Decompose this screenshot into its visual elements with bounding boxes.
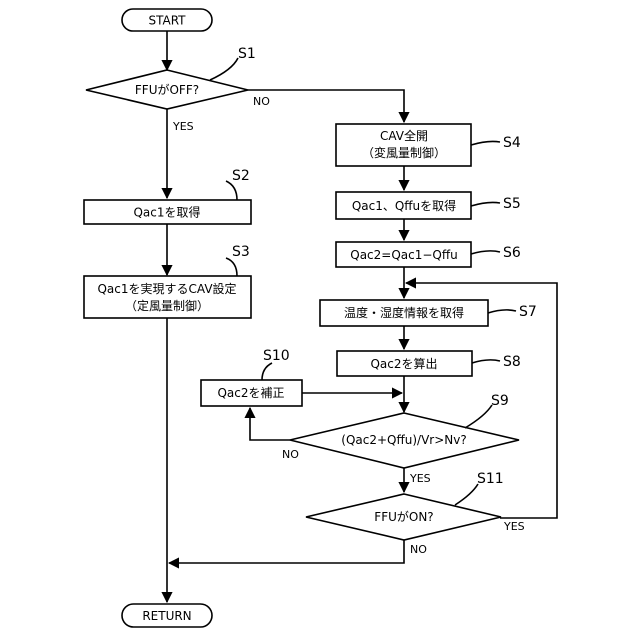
s3-id: S3 [232, 244, 250, 260]
s11-no-label: NO [410, 543, 427, 556]
s9-text: (Qac2+Qffu)/Vr>Nv? [341, 433, 466, 447]
s1-no-label: NO [253, 95, 270, 108]
s7-id: S7 [519, 304, 537, 320]
s3-text-line1: Qac1を実現するCAV設定 [97, 281, 236, 296]
s9-id: S9 [491, 393, 509, 409]
step-s7: 温度・湿度情報を取得 S7 [320, 300, 537, 326]
s3-text-line2: （定風量制御） [125, 298, 209, 313]
s1-text: FFUがOFF? [135, 82, 199, 97]
s4-text-line2: （変風量制御） [362, 145, 446, 160]
step-s5: Qac1、Qffuを取得 S5 [336, 192, 521, 219]
start-terminal: START [122, 9, 212, 31]
step-s4: CAV全開 （変風量制御） S4 [336, 124, 521, 166]
s2-id: S2 [232, 168, 250, 184]
s6-id: S6 [503, 245, 521, 261]
start-label: START [148, 14, 186, 28]
s9-no-label: NO [282, 448, 299, 461]
s1-yes-label: YES [172, 120, 194, 133]
step-s1-decision: FFUがOFF? S1 NO YES [86, 46, 270, 133]
return-terminal: RETURN [122, 604, 212, 627]
s5-id: S5 [503, 196, 521, 212]
s11-text: FFUがON? [374, 509, 433, 524]
s9-yes-label: YES [409, 472, 431, 485]
s4-text-line1: CAV全開 [380, 128, 428, 143]
s2-text: Qac1を取得 [133, 205, 200, 220]
s11-id: S11 [477, 471, 504, 487]
s11-yes-label: YES [503, 520, 525, 533]
step-s6: Qac2=Qac1−Qffu S6 [336, 242, 521, 267]
return-label: RETURN [142, 609, 191, 623]
s8-text: Qac2を算出 [370, 356, 437, 371]
s8-id: S8 [503, 354, 521, 370]
s4-id: S4 [503, 135, 521, 151]
s10-id: S10 [263, 348, 290, 364]
step-s10: Qac2を補正 S10 [201, 348, 302, 406]
s5-text: Qac1、Qffuを取得 [352, 198, 456, 213]
s1-id: S1 [238, 46, 256, 62]
step-s8: Qac2を算出 S8 [337, 351, 521, 376]
s7-text: 温度・湿度情報を取得 [344, 305, 464, 320]
s10-text: Qac2を補正 [217, 386, 284, 400]
s6-text: Qac2=Qac1−Qffu [350, 248, 458, 262]
